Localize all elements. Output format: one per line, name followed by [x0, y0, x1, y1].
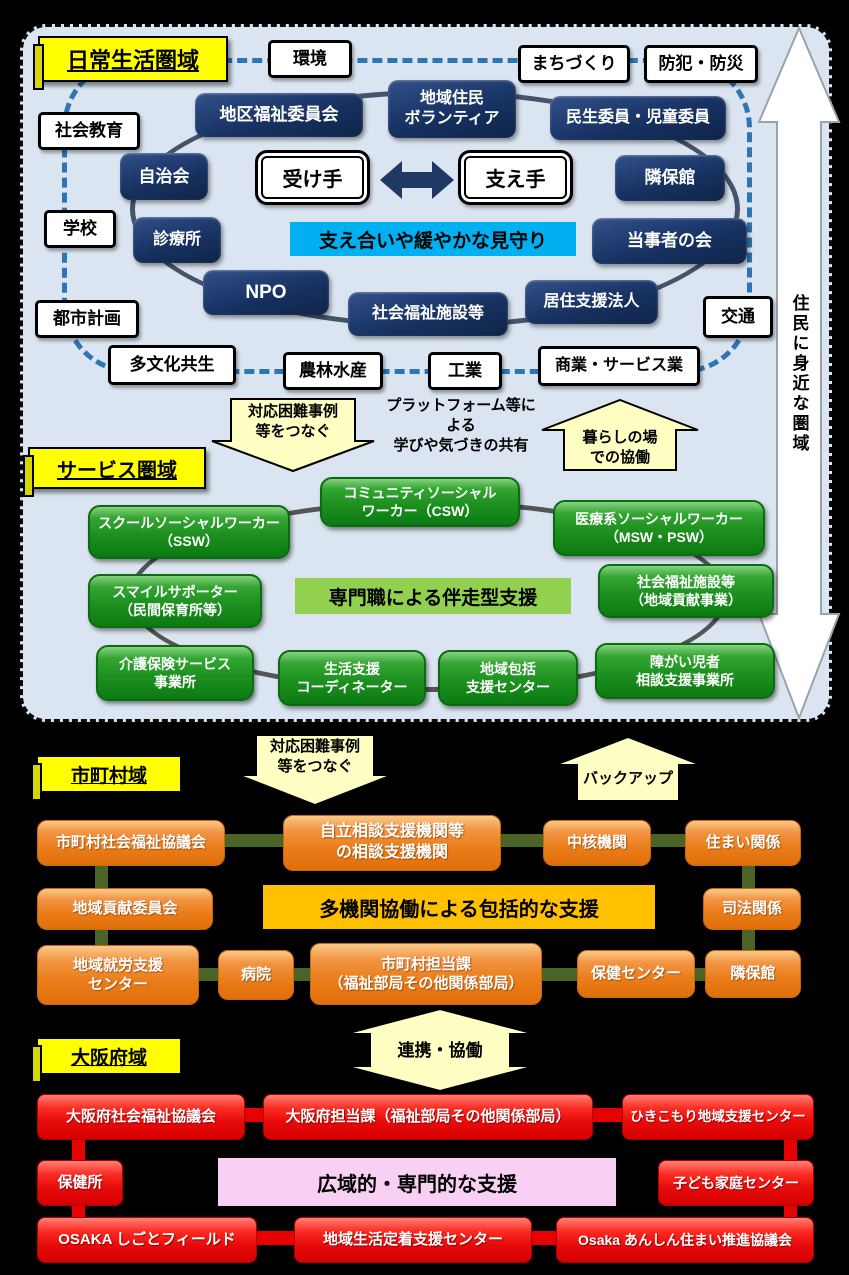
box-shichoson-shakyo: 市町村社会福祉協議会 [37, 820, 225, 866]
box-jiritsu-sodan: 自立相談支援機関等 の相談支援機関 [283, 815, 501, 871]
box-shinryojo: 診療所 [133, 217, 221, 263]
box-teichaku-center: 地域生活定着支援センター [294, 1217, 532, 1263]
box-gakko: 学校 [44, 210, 116, 248]
box-kogyo: 工業 [428, 352, 502, 390]
connector [95, 862, 108, 892]
bridge2-up-arrow: バックアップ [553, 735, 703, 803]
box-norin-suisan: 農林水産 [283, 352, 383, 390]
box-rinpokan: 隣保館 [615, 155, 725, 201]
bridge2-up-arrow-label: バックアップ [582, 770, 673, 787]
box-hokenjo: 保健所 [37, 1160, 123, 1206]
box-byoin: 病院 [218, 950, 294, 1000]
connector [72, 1201, 85, 1221]
box-osaka-shigoto-field: OSAKA しごとフィールド [37, 1217, 257, 1263]
box-shakai-fukushi-shisetsu: 社会福祉施設等 [348, 292, 508, 336]
connector [220, 834, 288, 847]
box-seikatsu-coordinator: 生活支援 コーディネーター [278, 650, 426, 706]
box-ukete: 受け手 [255, 150, 370, 205]
resident-proximity-label: 住民に身近な圏域 [789, 294, 809, 454]
accompaniment-support-banner: 専門職による伴走型支援 [295, 578, 571, 614]
multi-agency-banner: 多機関協働による包括的な支援 [263, 885, 655, 929]
box-tabunka: 多文化共生 [108, 345, 236, 385]
bridge3-double-arrow: 連携・協働 [343, 1007, 537, 1093]
box-minsei-iin: 民生委員・児童委員 [550, 96, 726, 140]
daily-area-banner-label: 日常生活圏域 [66, 48, 199, 73]
prefecture-area-banner: 大阪府域 [31, 1037, 182, 1083]
box-shogyo-service: 商業・サービス業 [538, 346, 700, 386]
box-npo: NPO [203, 270, 329, 315]
resident-proximity-arrow [757, 26, 841, 721]
box-chiiki-shuro: 地域就労支援 センター [37, 945, 199, 1005]
connector [194, 968, 224, 981]
prefecture-area-banner-label: 大阪府域 [70, 1047, 147, 1069]
connector [646, 834, 690, 847]
box-msw-psw: 医療系ソーシャルワーカー （MSW・PSW） [553, 500, 765, 556]
box-chiiki-koken-iinkai: 地域貢献委員会 [37, 888, 213, 930]
connector [240, 1108, 270, 1122]
wide-area-support-banner: 広域的・専門的な支援 [218, 1158, 616, 1206]
box-fu-shakyo: 大阪府社会福祉協議会 [37, 1094, 245, 1140]
box-tojisha-no-kai: 当事者の会 [592, 218, 747, 264]
service-area-banner: サービス圏域 [23, 447, 206, 497]
bridge2-down-arrow: 対応困難事例 等をつなぐ [236, 733, 394, 807]
box-chiku-fukushi-iinkai: 地区福祉委員会 [195, 93, 363, 137]
watch-over-banner: 支え合いや緩やかな見守り [290, 222, 576, 256]
box-bohan-bosai: 防犯・防災 [644, 45, 758, 83]
box-rinpokan-municipal: 隣保館 [705, 950, 801, 998]
box-shiho-kankei: 司法関係 [703, 888, 801, 930]
service-area-banner-label: サービス圏域 [57, 459, 177, 482]
connector [784, 1201, 797, 1221]
connector [72, 1136, 85, 1164]
municipal-area-banner-label: 市町村域 [70, 765, 147, 787]
connector [289, 968, 315, 981]
connector [537, 968, 582, 981]
box-csw: コミュニティソーシャル ワーカー（CSW） [320, 477, 520, 527]
box-ssw: スクールソーシャルワーカー （SSW） [88, 505, 290, 559]
box-shisetsu-koken: 社会福祉施設等 （地域貢献事業） [598, 564, 774, 618]
connector [588, 1108, 626, 1122]
bridge2-down-arrow-label: 対応困難事例 等をつなぐ [269, 738, 360, 775]
box-hoken-center: 保健センター [577, 950, 695, 998]
box-smile-supporter: スマイルサポーター （民間保育所等） [88, 574, 262, 628]
mutual-arrow-icon [380, 161, 454, 199]
box-sumai-kankei: 住まい関係 [685, 820, 801, 866]
municipal-area-banner: 市町村域 [31, 755, 182, 801]
box-chiiki-hokatsu: 地域包括 支援センター [438, 650, 578, 706]
connector [742, 926, 755, 954]
platform-note: プラットフォーム等による 学びや気づきの共有 [386, 396, 536, 455]
box-anshin-sumai: Osaka あんしん住まい推進協議会 [556, 1217, 814, 1263]
box-shogai-sodan: 障がい児者 相談支援事業所 [595, 643, 775, 699]
box-kaigo-hoken: 介護保険サービス 事業所 [96, 645, 254, 701]
box-hikikomori-center: ひきこもり地域支援センター [622, 1094, 814, 1140]
box-jichikai: 自治会 [120, 153, 208, 200]
box-sasaete: 支え手 [458, 150, 573, 205]
box-kyoju-shien-hojin: 居住支援法人 [525, 280, 658, 324]
box-toshi-keikaku: 都市計画 [35, 300, 139, 338]
connector [252, 1231, 298, 1245]
bridge1-down-arrow: 対応困難事例 等をつなぐ [210, 397, 376, 473]
box-machizukuri: まちづくり [518, 45, 630, 83]
box-kankyo: 環境 [268, 40, 352, 78]
box-kodomo-katei-center: 子ども家庭センター [658, 1160, 814, 1206]
box-shakai-kyoiku: 社会教育 [38, 112, 140, 150]
box-shichoson-tantoka: 市町村担当課 （福祉部局その他関係部局） [310, 943, 542, 1005]
connector [95, 926, 108, 950]
bridge1-up-arrow: 暮らしの場 での協働 [540, 398, 700, 472]
box-chukaku-kikan: 中核機関 [543, 820, 651, 866]
connector [784, 1136, 797, 1164]
box-kotsu: 交通 [703, 296, 773, 338]
box-fu-tantoka: 大阪府担当課（福祉部局その他関係部局） [263, 1094, 593, 1140]
box-chiiki-jumin-volunteer: 地域住民 ボランティア [388, 80, 516, 138]
connector [496, 834, 548, 847]
connector [742, 862, 755, 892]
bridge3-arrow-label: 連携・協働 [397, 1041, 483, 1060]
daily-area-banner: 日常生活圏域 [33, 36, 228, 90]
bridge1-up-arrow-label: 暮らしの場 での協働 [582, 429, 658, 466]
connector [526, 1231, 560, 1245]
bridge1-down-arrow-label: 対応困難事例 等をつなぐ [247, 403, 338, 440]
